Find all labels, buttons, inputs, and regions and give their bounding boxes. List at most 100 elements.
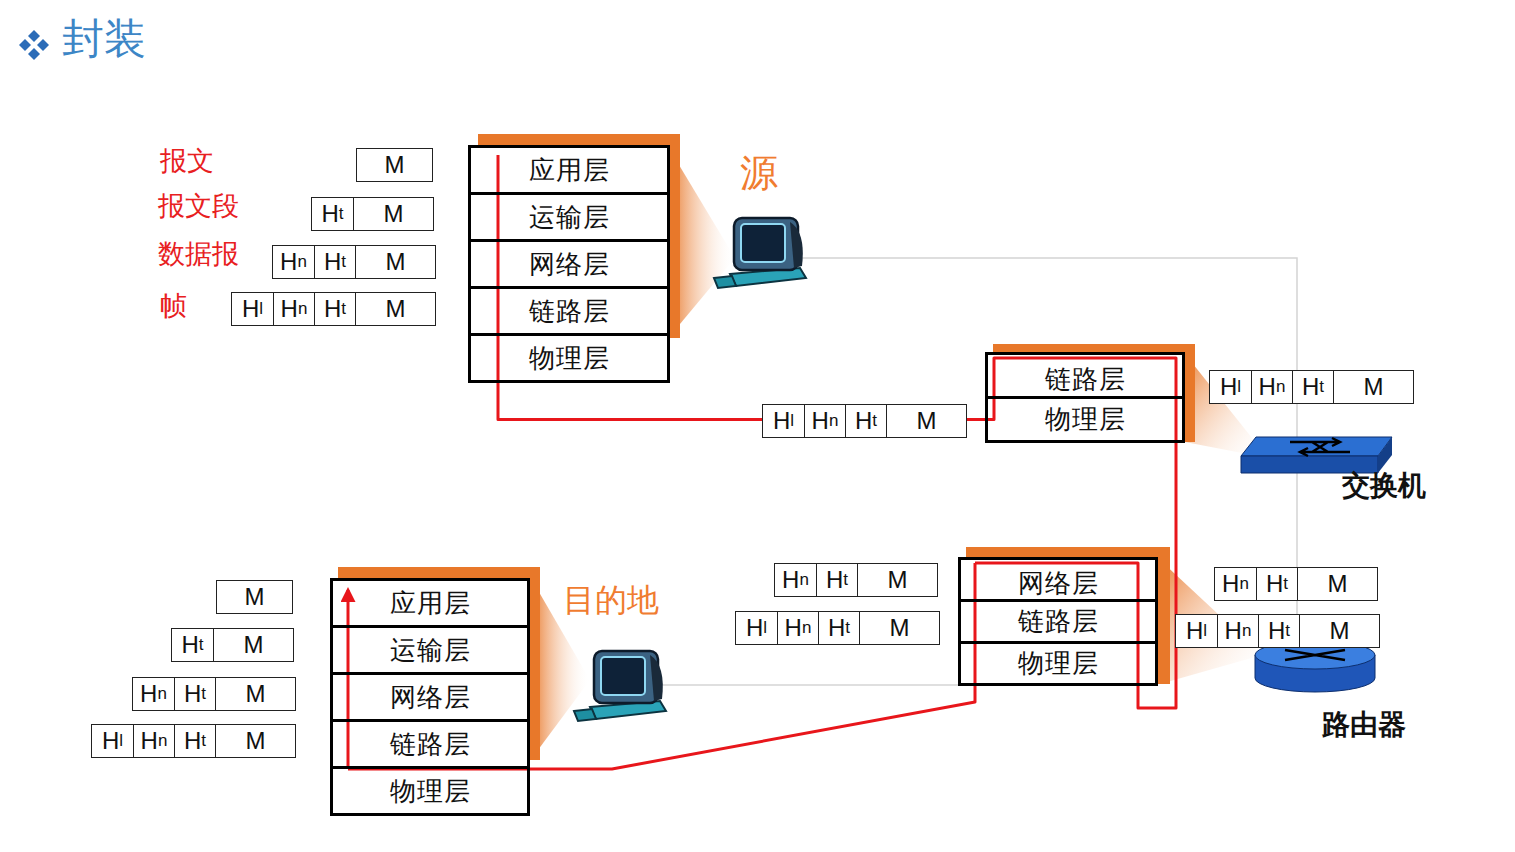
- layer-name: 网络层: [1018, 569, 1099, 598]
- monitor-back: [650, 655, 663, 701]
- host-label: 目的地: [563, 582, 659, 619]
- message-cell: M: [353, 198, 433, 230]
- bullet-diamond: [37, 39, 49, 51]
- monitor-back: [790, 222, 803, 268]
- bullet-diamond: [19, 39, 31, 51]
- packet-box: HlHnHtM: [1175, 614, 1380, 648]
- message-cell: M: [1333, 371, 1413, 403]
- message-cell: M: [213, 629, 293, 661]
- header-cell: Ht: [174, 678, 215, 710]
- message-cell: M: [355, 293, 435, 325]
- layer-box: 物理层: [985, 396, 1185, 443]
- message-cell: M: [859, 612, 939, 644]
- router-icon: [1255, 641, 1375, 692]
- stack-shadow: [338, 567, 540, 760]
- message-cell: M: [355, 246, 435, 278]
- header-cell: Hn: [133, 725, 174, 757]
- router-arrows: [1285, 650, 1345, 660]
- layer-name: 应用层: [390, 589, 471, 618]
- slide-title: 封装: [62, 14, 146, 64]
- layer-box: 应用层: [468, 145, 670, 195]
- computer-icon: [714, 218, 806, 288]
- header-cell: Hl: [1176, 615, 1217, 647]
- header-cell: Ht: [172, 629, 213, 661]
- layer-box: 链路层: [985, 352, 1185, 399]
- switch-icon: [1241, 437, 1392, 473]
- packet-box: HlHnHtM: [762, 404, 967, 438]
- layer-name: 链路层: [1018, 607, 1099, 636]
- layer-name: 网络层: [529, 250, 610, 279]
- screen: [741, 224, 785, 262]
- packet-box: HlHnHtM: [1209, 370, 1414, 404]
- header-cell: Ht: [314, 246, 355, 278]
- header-cell: Hn: [1217, 615, 1258, 647]
- signal-path: [348, 563, 975, 769]
- layer-box: 物理层: [468, 333, 670, 383]
- packet-box: HtM: [311, 197, 434, 231]
- header-cell: Hn: [777, 612, 818, 644]
- packet-box: HnHtM: [132, 677, 296, 711]
- header-cell: Ht: [1292, 371, 1333, 403]
- layer-name: 物理层: [529, 344, 610, 373]
- network-wire: [660, 684, 958, 686]
- network-wire: [800, 258, 1297, 645]
- header-cell: Hl: [1210, 371, 1251, 403]
- packet-box: M: [216, 580, 293, 614]
- packet-box: HlHnHtM: [231, 292, 436, 326]
- layer-name: 物理层: [1018, 649, 1099, 678]
- bullet-diamond: [28, 30, 40, 42]
- layer-unit-name: 帧: [160, 290, 187, 321]
- message-cell: M: [215, 725, 295, 757]
- layer-box: 运输层: [468, 192, 670, 242]
- packet-box: M: [356, 148, 433, 182]
- keyboard: [714, 276, 736, 288]
- header-cell: Ht: [818, 612, 859, 644]
- message-cell: M: [1299, 615, 1379, 647]
- layer-name: 物理层: [390, 777, 471, 806]
- header-cell: Hl: [92, 725, 133, 757]
- layer-unit-name: 报文段: [158, 190, 239, 221]
- layer-unit-name: 报文: [160, 145, 214, 176]
- monitor: [734, 218, 798, 270]
- layer-box: 链路层: [468, 286, 670, 336]
- signal-path: [347, 590, 350, 769]
- computer-icon: [574, 651, 666, 721]
- header-cell: Ht: [845, 405, 886, 437]
- layer-name: 链路层: [390, 730, 471, 759]
- layer-box: 运输层: [330, 625, 530, 675]
- header-cell: Hn: [273, 246, 314, 278]
- message-cell: M: [857, 564, 937, 596]
- layer-name: 应用层: [529, 156, 610, 185]
- layer-name: 链路层: [529, 297, 610, 326]
- signal-path: [497, 155, 500, 383]
- layer-unit-name: 数据报: [158, 238, 239, 269]
- layer-name: 运输层: [529, 203, 610, 232]
- layer-box: 链路层: [330, 719, 530, 769]
- header-cell: Hn: [804, 405, 845, 437]
- packet-box: HtM: [171, 628, 294, 662]
- screen: [601, 657, 645, 695]
- network-wire: [660, 258, 1297, 685]
- message-cell: M: [886, 405, 966, 437]
- layer-box: 应用层: [330, 578, 530, 628]
- message-cell: M: [215, 678, 295, 710]
- switch-arrows: [1290, 438, 1350, 456]
- layer-name: 网络层: [390, 683, 471, 712]
- header-cell: Hn: [133, 678, 174, 710]
- signal-path: [975, 399, 1176, 708]
- packet-box: HnHtM: [1214, 567, 1378, 601]
- layer-name: 链路层: [1045, 365, 1126, 394]
- header-cell: Ht: [1258, 615, 1299, 647]
- header-cell: Hl: [232, 293, 273, 325]
- device-label: 交换机: [1342, 470, 1426, 502]
- monitor: [594, 651, 658, 703]
- message-cell: M: [1297, 568, 1377, 600]
- layer-name: 运输层: [390, 636, 471, 665]
- header-cell: Hn: [273, 293, 314, 325]
- device-label: 路由器: [1322, 709, 1406, 741]
- message-cell: M: [217, 581, 292, 613]
- header-cell: Ht: [314, 293, 355, 325]
- header-cell: Hn: [775, 564, 816, 596]
- header-cell: Ht: [174, 725, 215, 757]
- header-cell: Hn: [1251, 371, 1292, 403]
